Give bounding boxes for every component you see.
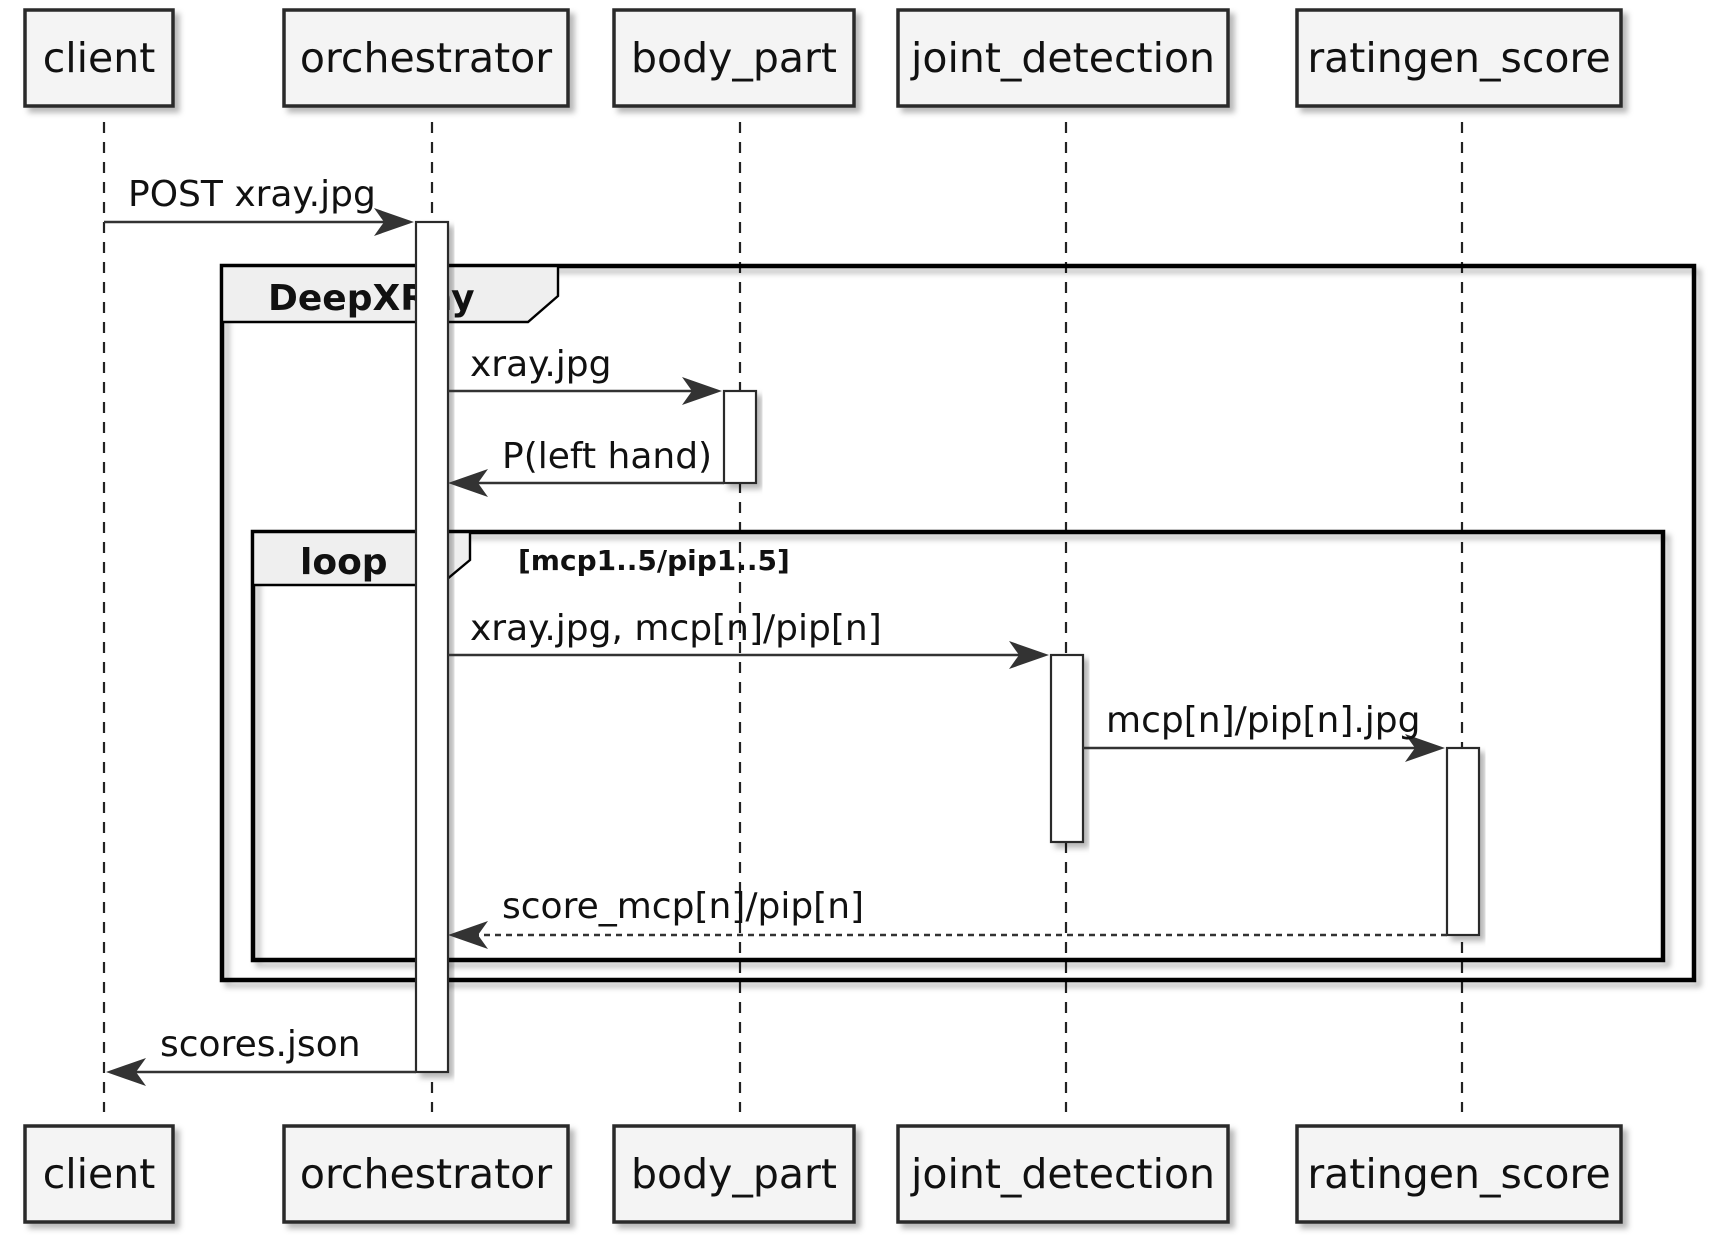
activation-joint-detection bbox=[1049, 653, 1085, 844]
participant-joint-detection-bottom: joint_detection bbox=[896, 1124, 1230, 1224]
message-joint-jpg: mcp[n]/pip[n].jpg bbox=[1083, 700, 1445, 762]
participant-label: ratingen_score bbox=[1307, 1150, 1610, 1198]
participant-label: joint_detection bbox=[910, 1150, 1215, 1198]
participants-bottom: client orchestrator body_part joint_dete… bbox=[23, 1124, 1623, 1224]
participant-label: ratingen_score bbox=[1307, 34, 1610, 82]
participant-ratingen-score-top: ratingen_score bbox=[1295, 8, 1623, 108]
frame-deepxray-tab bbox=[220, 264, 560, 324]
frame-loop-guard: [mcp1..5/pip1..5] bbox=[518, 544, 790, 577]
activation-body-part bbox=[722, 389, 758, 485]
arrow-head bbox=[374, 208, 414, 236]
message-label: xray.jpg, mcp[n]/pip[n] bbox=[470, 608, 882, 649]
message-xray-to-body: xray.jpg bbox=[448, 344, 722, 405]
activation-orchestrator bbox=[414, 220, 450, 1074]
activations bbox=[414, 220, 1481, 1074]
message-scores-json: scores.json bbox=[106, 1024, 416, 1086]
participant-orchestrator-top: orchestrator bbox=[282, 8, 570, 108]
message-label: scores.json bbox=[160, 1024, 361, 1065]
participant-orchestrator-bottom: orchestrator bbox=[282, 1124, 570, 1224]
activation-ratingen-score bbox=[1445, 746, 1481, 937]
participant-label: joint_detection bbox=[910, 34, 1215, 82]
message-xray-joints: xray.jpg, mcp[n]/pip[n] bbox=[448, 608, 1049, 669]
participant-label: orchestrator bbox=[300, 1150, 552, 1198]
participant-label: orchestrator bbox=[300, 34, 552, 82]
arrow-head bbox=[682, 377, 722, 405]
participant-joint-detection-top: joint_detection bbox=[896, 8, 1230, 108]
participants-top: client orchestrator body_part joint_dete… bbox=[23, 8, 1623, 108]
participant-body-part-bottom: body_part bbox=[612, 1124, 856, 1224]
message-label: P(left hand) bbox=[502, 436, 712, 477]
message-post-xray: POST xray.jpg bbox=[104, 174, 414, 236]
participant-client-bottom: client bbox=[23, 1124, 175, 1224]
message-label: mcp[n]/pip[n].jpg bbox=[1106, 700, 1421, 741]
arrow-head bbox=[1009, 641, 1049, 669]
message-label: POST xray.jpg bbox=[128, 174, 376, 215]
arrow-head bbox=[448, 469, 488, 497]
message-label: xray.jpg bbox=[470, 344, 612, 385]
message-score-return: score_mcp[n]/pip[n] bbox=[448, 886, 1447, 949]
participant-label: body_part bbox=[631, 1150, 837, 1198]
participant-body-part-top: body_part bbox=[612, 8, 856, 108]
participant-label: client bbox=[43, 1150, 156, 1198]
arrow-head bbox=[106, 1058, 146, 1086]
participant-label: body_part bbox=[631, 34, 837, 82]
message-p-left-hand: P(left hand) bbox=[448, 436, 724, 497]
arrow-head bbox=[1405, 734, 1445, 762]
frame-loop-title: loop bbox=[300, 542, 388, 583]
participant-client-top: client bbox=[23, 8, 175, 108]
participant-ratingen-score-bottom: ratingen_score bbox=[1295, 1124, 1623, 1224]
message-label: score_mcp[n]/pip[n] bbox=[502, 886, 864, 927]
arrow-head bbox=[448, 921, 488, 949]
participant-label: client bbox=[43, 34, 156, 82]
